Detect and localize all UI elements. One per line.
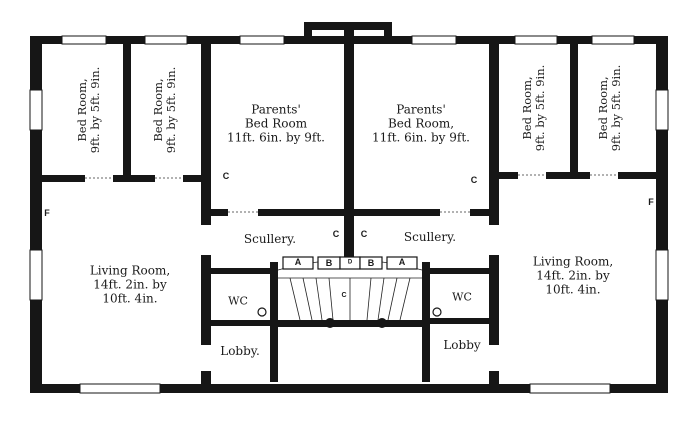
marker-c: C <box>470 174 478 185</box>
bed-room-2-label: Bed Room,9ft. by 5ft. 9in. <box>150 66 178 154</box>
windows <box>29 35 669 394</box>
marker-d: D <box>347 259 353 266</box>
marker-a: A <box>294 256 302 267</box>
marker-c: C <box>360 228 368 239</box>
marker-c: C <box>222 170 230 181</box>
wc-right-label: WC <box>452 290 472 304</box>
bed-room-1-label: Bed Room,9ft. by 5ft. 9in. <box>74 66 102 154</box>
lobby-right-label: Lobby <box>443 338 481 353</box>
bed-room-3-label: Bed Room,9ft. by 5ft. 9in. <box>519 64 547 152</box>
walls <box>30 22 668 393</box>
marker-c-stair: C <box>341 291 347 299</box>
bed-room-4-label: Bed Room,9ft. by 5ft. 9in. <box>595 64 623 152</box>
scullery-left-label: Scullery. <box>243 232 297 247</box>
scullery-right-label: Scullery. <box>403 230 457 245</box>
parents-bed-room-right-label: Parents'Bed Room,11ft. 6in. by 9ft. <box>372 102 470 144</box>
chimneys <box>282 256 418 270</box>
marker-f: F <box>44 207 50 218</box>
doorways <box>85 172 618 371</box>
marker-f: F <box>648 196 654 207</box>
marker-b: B <box>367 257 375 268</box>
marker-a: A <box>398 256 406 267</box>
marker-b: B <box>325 257 333 268</box>
marker-c: C <box>332 228 340 239</box>
lobby-left-label: Lobby. <box>220 344 260 359</box>
wc-left-label: WC <box>228 294 248 308</box>
door-dashes <box>85 174 618 213</box>
